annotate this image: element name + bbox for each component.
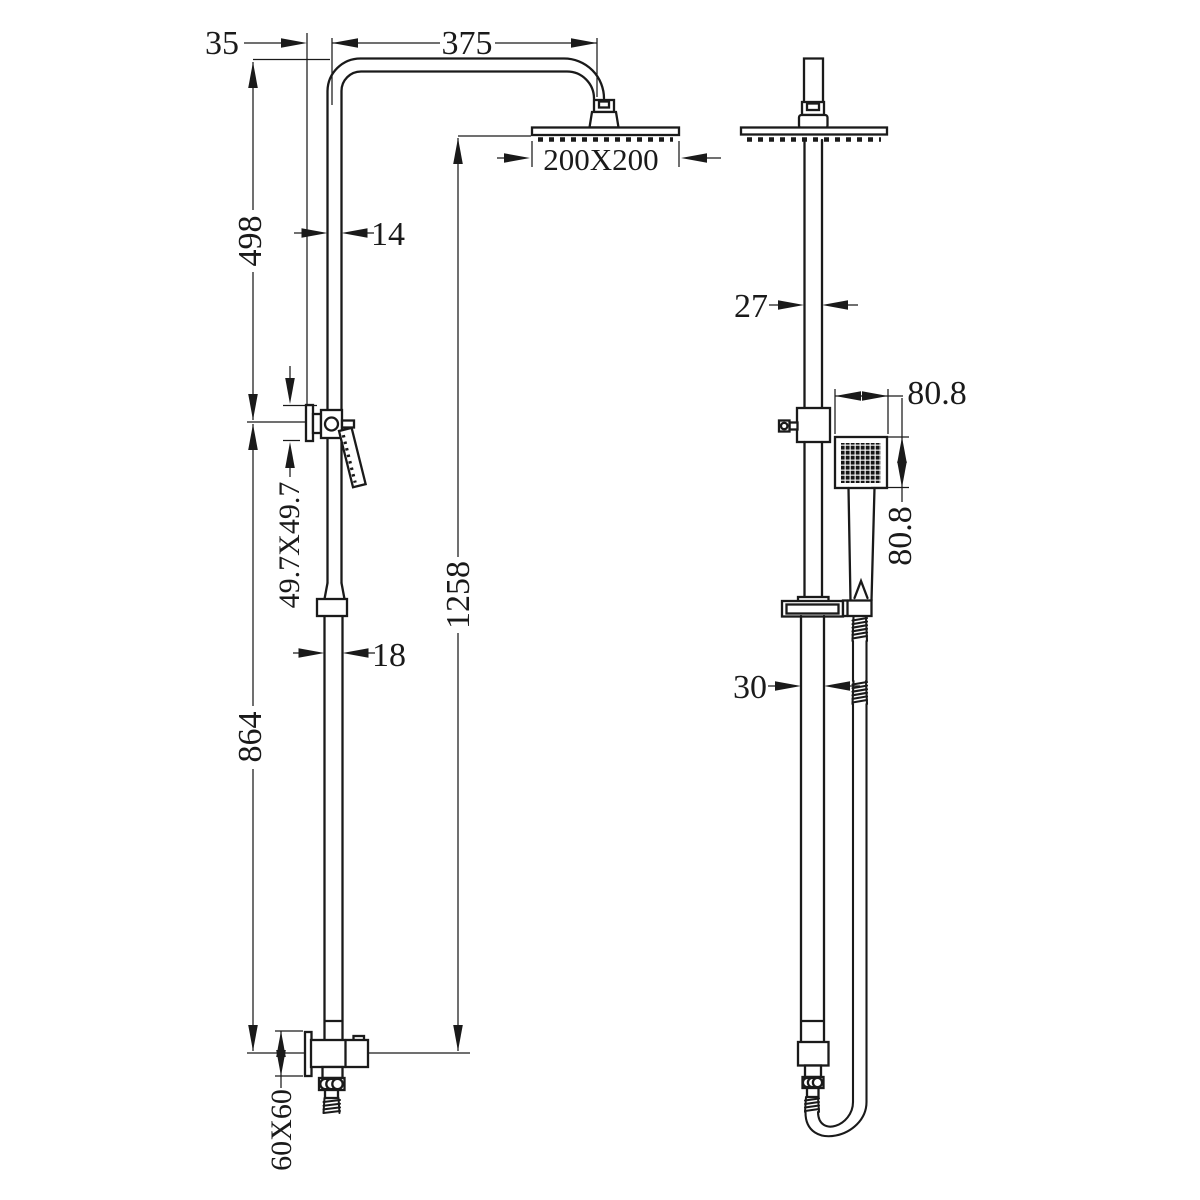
riser-pipe-front bbox=[803, 138, 824, 410]
dim-label-pipe-depth-top: 27 bbox=[734, 288, 768, 325]
slider-holder-front bbox=[780, 595, 873, 618]
wall-outlet-front bbox=[796, 1040, 830, 1099]
hand-shower-front bbox=[833, 435, 889, 602]
hose-stub-spring bbox=[322, 1097, 341, 1114]
riser-taper bbox=[323, 581, 346, 601]
diverter-bracket-side bbox=[304, 403, 356, 443]
hose-spring-front bbox=[804, 1096, 820, 1113]
dim-label-upper-pipe-width: 14 bbox=[371, 216, 405, 253]
dim-label-lower-height: 864 bbox=[232, 712, 269, 763]
hose-u-bend bbox=[804, 1100, 868, 1138]
head-connector-front bbox=[797, 100, 829, 130]
dim-label-bracket-size: 49.7X49.7 bbox=[273, 482, 306, 609]
diverter-pin-front bbox=[779, 421, 789, 431]
dim-label-outlet-size: 60X60 bbox=[265, 1089, 298, 1171]
riser-pipe-front-lower bbox=[799, 614, 826, 1044]
riser-top-front bbox=[802, 57, 825, 104]
dim-label-upper-height: 498 bbox=[232, 216, 269, 267]
dim-label-total-height: 1258 bbox=[440, 561, 477, 629]
shower-arm-outer bbox=[326, 57, 606, 585]
rain-shower-head-side bbox=[530, 126, 681, 142]
shower-hose bbox=[804, 615, 869, 1138]
dim-label-lower-pipe-width: 18 bbox=[372, 637, 406, 674]
left-view bbox=[303, 57, 681, 1114]
rain-shower-head-front bbox=[739, 126, 889, 142]
hand-shower-spray-grid bbox=[841, 443, 881, 483]
shower-arm-inner bbox=[340, 70, 596, 585]
slider-collar-side bbox=[315, 597, 349, 618]
wall-outlet-side bbox=[303, 1030, 370, 1100]
diverter-bracket-front bbox=[777, 406, 832, 444]
hand-shower-handle bbox=[847, 486, 876, 602]
hand-shower-side bbox=[337, 426, 368, 489]
head-connector bbox=[588, 98, 620, 129]
dim-label-head-size: 200X200 bbox=[543, 142, 658, 177]
dimension-labels: 35 375 200X200 498 14 49.7X49.7 1258 18 … bbox=[205, 25, 967, 1171]
dim-label-hand-shower-height: 80.8 bbox=[882, 506, 919, 566]
dim-label-arm-length: 375 bbox=[442, 25, 493, 62]
handle-nozzle-cone bbox=[853, 577, 869, 600]
right-view bbox=[739, 57, 889, 1138]
diverter-knob bbox=[323, 416, 340, 432]
hand-shower-spray-face bbox=[341, 434, 357, 484]
dimension-lines bbox=[244, 33, 909, 1088]
riser-lower-pipe bbox=[323, 614, 344, 1042]
diverter-pin bbox=[340, 419, 356, 429]
dimension-arrows bbox=[248, 38, 907, 1076]
riser-pipe-front-mid bbox=[803, 440, 824, 599]
dim-label-pipe-depth-bottom: 30 bbox=[733, 669, 767, 706]
dim-label-wall-offset-top: 35 bbox=[205, 25, 239, 62]
dim-label-hand-shower-width: 80.8 bbox=[907, 375, 967, 412]
